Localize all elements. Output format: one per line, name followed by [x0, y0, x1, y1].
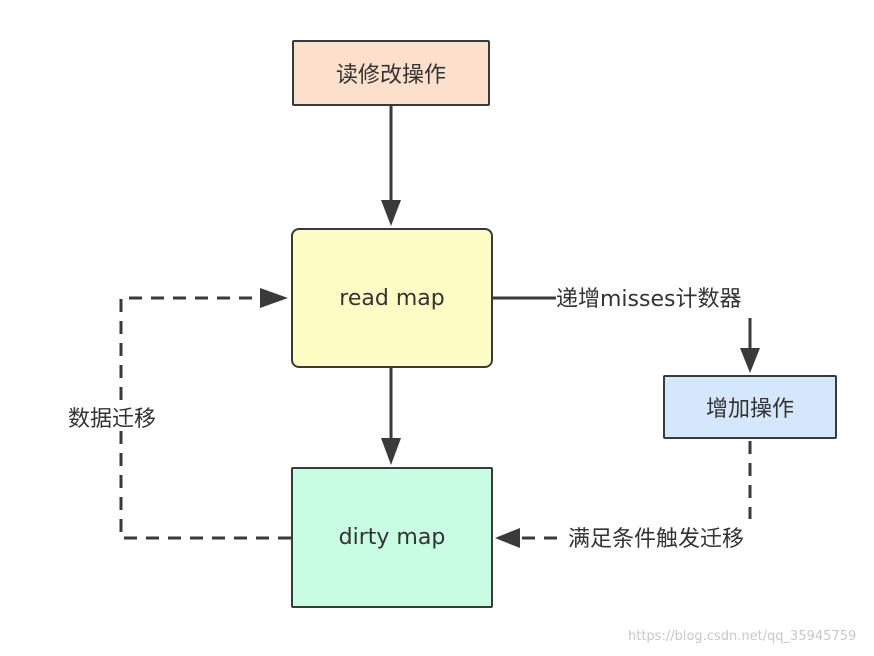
edge-read-modify-to-read-map — [381, 106, 401, 226]
edge-misses-to-add-op — [740, 318, 760, 373]
add-op-label: 增加操作 — [705, 397, 794, 422]
data-migration-label: 数据迁移 — [68, 407, 157, 432]
increment-misses-label: 递增misses计数器 — [556, 287, 742, 312]
read-map-label: read map — [339, 285, 445, 311]
read-modify-op-node: 读修改操作 — [292, 40, 490, 106]
watermark: https://blog.csdn.net/qq_35945759 — [628, 629, 857, 644]
read-map-node: read map — [291, 228, 493, 368]
add-op-node: 增加操作 — [663, 375, 837, 439]
dirty-map-node: dirty map — [291, 467, 493, 608]
migrate-on-condition-label: 满足条件触发迁移 — [568, 527, 745, 552]
edge-read-map-to-dirty-map — [381, 368, 401, 465]
dirty-map-label: dirty map — [338, 525, 446, 550]
read-modify-op-label: 读修改操作 — [335, 63, 446, 88]
edge-add-op-to-dirty-map — [495, 441, 752, 548]
